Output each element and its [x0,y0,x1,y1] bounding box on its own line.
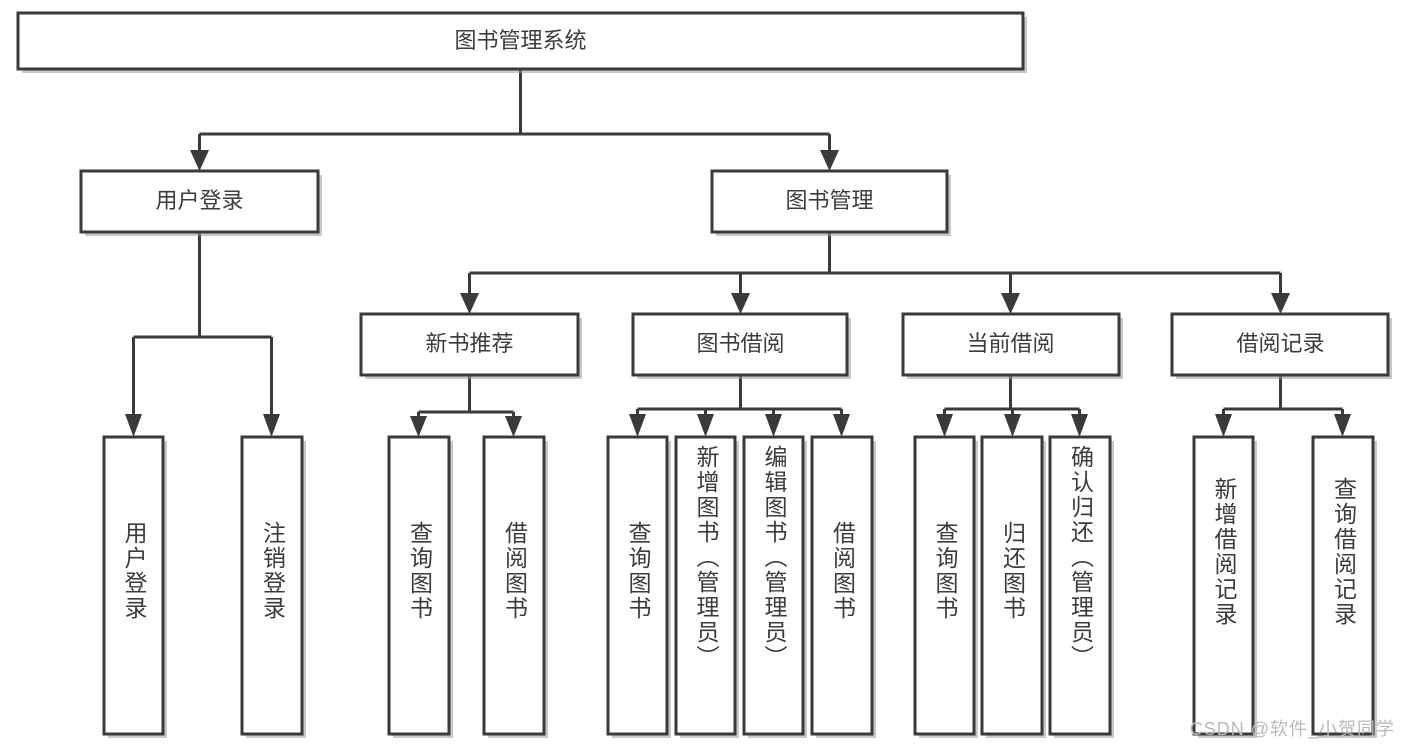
leaf-boxes [102,435,1377,738]
node-new-book-recommend-label: 新书推荐 [425,331,513,356]
node-current-borrow-box[interactable] [901,312,1121,377]
arrow-head-new-book-recommend [460,293,479,314]
leaf-edit-book-box[interactable] [742,435,805,736]
arrow-head-leaf-user-login [125,414,142,437]
node-current-borrow[interactable]: 当前借阅 [901,312,1123,379]
node-borrow-record-box[interactable] [1170,312,1390,377]
node-book-borrow[interactable]: 图书借阅 [631,312,851,379]
node-root-box[interactable] [16,11,1025,71]
arrow-head-leaf-confirm-return [1071,414,1088,437]
node-current-borrow-label: 当前借阅 [966,331,1054,356]
leaf-logout-login-box[interactable] [240,435,304,736]
arrow-head-leaf-borrow-book-2 [833,414,850,437]
node-user-login[interactable]: 用户登录 [79,169,322,236]
node-book-borrow-label: 图书借阅 [696,331,784,356]
arrow-head-leaf-logout-login [263,414,280,437]
leaf-borrow-book-2-box[interactable] [810,435,874,736]
arrow-head-book-manage [820,150,839,171]
node-book-manage-box[interactable] [710,169,949,234]
connector-group-book-borrow [629,375,850,437]
arrow-head-leaf-return-book [1004,414,1021,437]
connector-group-book-manage [460,232,1290,314]
leaf-query-record-box[interactable] [1311,435,1375,736]
arrow-head-leaf-add-record [1215,414,1232,437]
leaf-return-book-box[interactable] [980,435,1044,736]
leaf-confirm-return-box[interactable] [1048,435,1112,736]
arrow-head-leaf-borrow-book-1 [505,416,522,437]
arrow-head-book-borrow [731,293,750,314]
leaf-user-login-box[interactable] [102,435,165,736]
node-book-borrow-box[interactable] [631,312,849,377]
leaf-query-book-3-box[interactable] [913,435,976,736]
leaf-add-book-box[interactable] [674,435,737,736]
node-borrow-record-label: 借阅记录 [1236,331,1324,356]
node-book-manage-label: 图书管理 [785,188,873,213]
arrow-head-leaf-query-book-1 [410,416,427,437]
arrow-head-user-login [190,150,209,171]
connector-group-user-login [125,232,280,437]
node-user-login-label: 用户登录 [155,188,243,213]
arrow-head-leaf-edit-book [765,414,782,437]
arrow-head-leaf-query-record [1334,414,1351,437]
connector-group-current-borrow [936,375,1088,437]
leaf-query-book-2-box[interactable] [606,435,669,736]
node-root-label: 图书管理系统 [454,28,586,53]
node-new-book-recommend[interactable]: 新书推荐 [359,312,582,379]
arrow-head-leaf-add-book [697,414,714,437]
arrow-head-leaf-query-book-2 [629,414,646,437]
leaf-borrow-book-1-box[interactable] [482,435,546,736]
connector-group-new-book-recommend [410,375,522,437]
node-new-book-recommend-box[interactable] [359,312,580,377]
arrow-head-leaf-query-book-3 [936,414,953,437]
leaf-query-book-1-box[interactable] [387,435,451,736]
arrow-head-borrow-record [1271,293,1290,314]
node-book-manage[interactable]: 图书管理 [710,169,951,236]
leaf-add-record-box[interactable] [1192,435,1255,736]
node-user-login-box[interactable] [79,169,320,234]
node-root[interactable]: 图书管理系统 [16,11,1027,73]
connector-group-borrow-record [1215,375,1351,437]
node-borrow-record[interactable]: 借阅记录 [1170,312,1392,379]
arrow-head-current-borrow [1001,293,1020,314]
watermark-text: CSDN @软件_小贺同学 [1189,719,1395,739]
connector-group-root [190,69,839,171]
